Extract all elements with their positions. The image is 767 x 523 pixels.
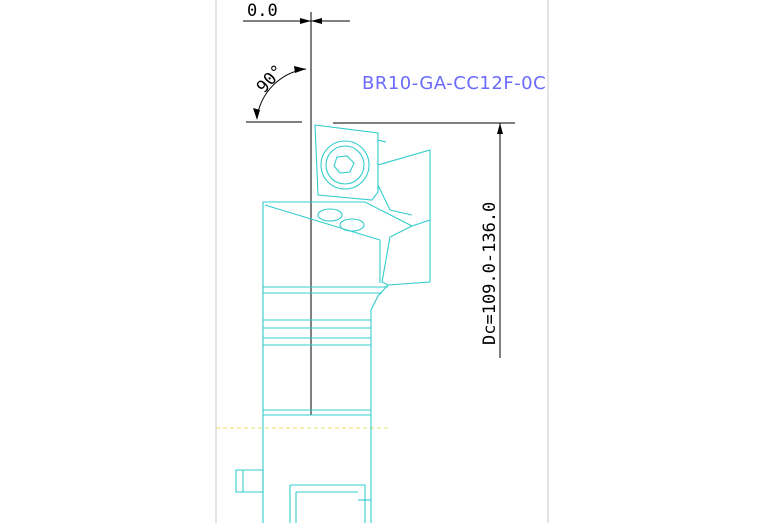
diameter-dimension-label: Dc=109.0-136.0 xyxy=(480,202,500,345)
angle-dimension-label: 90° xyxy=(253,61,288,97)
part-number: BR10-GA-CC12F-0C xyxy=(362,73,546,94)
offset-dimension: 0.0 xyxy=(243,1,350,415)
bottom-clamp xyxy=(235,469,371,523)
angle-dimension: 90° xyxy=(246,61,307,123)
tool-holder-body xyxy=(262,149,431,523)
cutting-insert xyxy=(314,124,387,201)
diameter-dimension: Dc=109.0-136.0 xyxy=(333,122,515,358)
offset-dimension-label: 0.0 xyxy=(247,1,278,21)
